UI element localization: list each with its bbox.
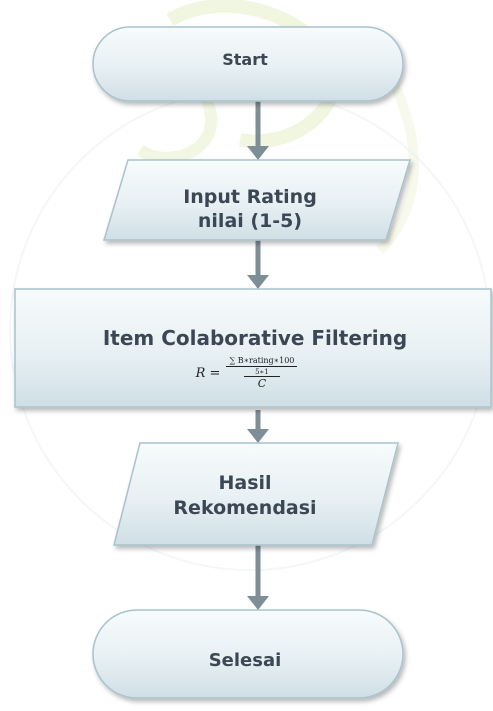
output-label-line2: Rekomendasi [173, 497, 317, 519]
formula-numerator: ∑ B∗rating∗100 [226, 356, 298, 367]
input-parallelogram [102, 159, 412, 241]
arrowhead-3 [247, 429, 269, 443]
output-label: Hasil Rekomendasi [115, 471, 375, 521]
arrowheads [247, 146, 269, 610]
arrowhead-2 [247, 275, 269, 289]
formula-lhs: R = [195, 365, 221, 381]
formula: R = ∑ B∗rating∗100 5∗1 C [0, 356, 493, 390]
start-terminator [92, 26, 404, 102]
formula-mid: 5∗1 [255, 368, 269, 376]
output-label-line1: Hasil [218, 472, 272, 494]
process-rectangle [14, 288, 492, 408]
arrowhead-1 [247, 146, 269, 160]
input-label-line2: nilai (1-5) [197, 210, 303, 232]
end-label: Selesai [208, 650, 282, 671]
output-parallelogram [113, 442, 399, 546]
arrowhead-4 [247, 596, 269, 610]
input-label: Input Rating nilai (1-5) [110, 185, 390, 233]
start-label: Start [222, 50, 268, 69]
process-label: Item Colaborative Filtering [102, 326, 408, 350]
end-terminator [92, 609, 404, 699]
input-label-line1: Input Rating [183, 186, 317, 208]
formula-fraction: ∑ B∗rating∗100 5∗1 C [226, 356, 298, 390]
formula-denominator: C [243, 376, 281, 390]
